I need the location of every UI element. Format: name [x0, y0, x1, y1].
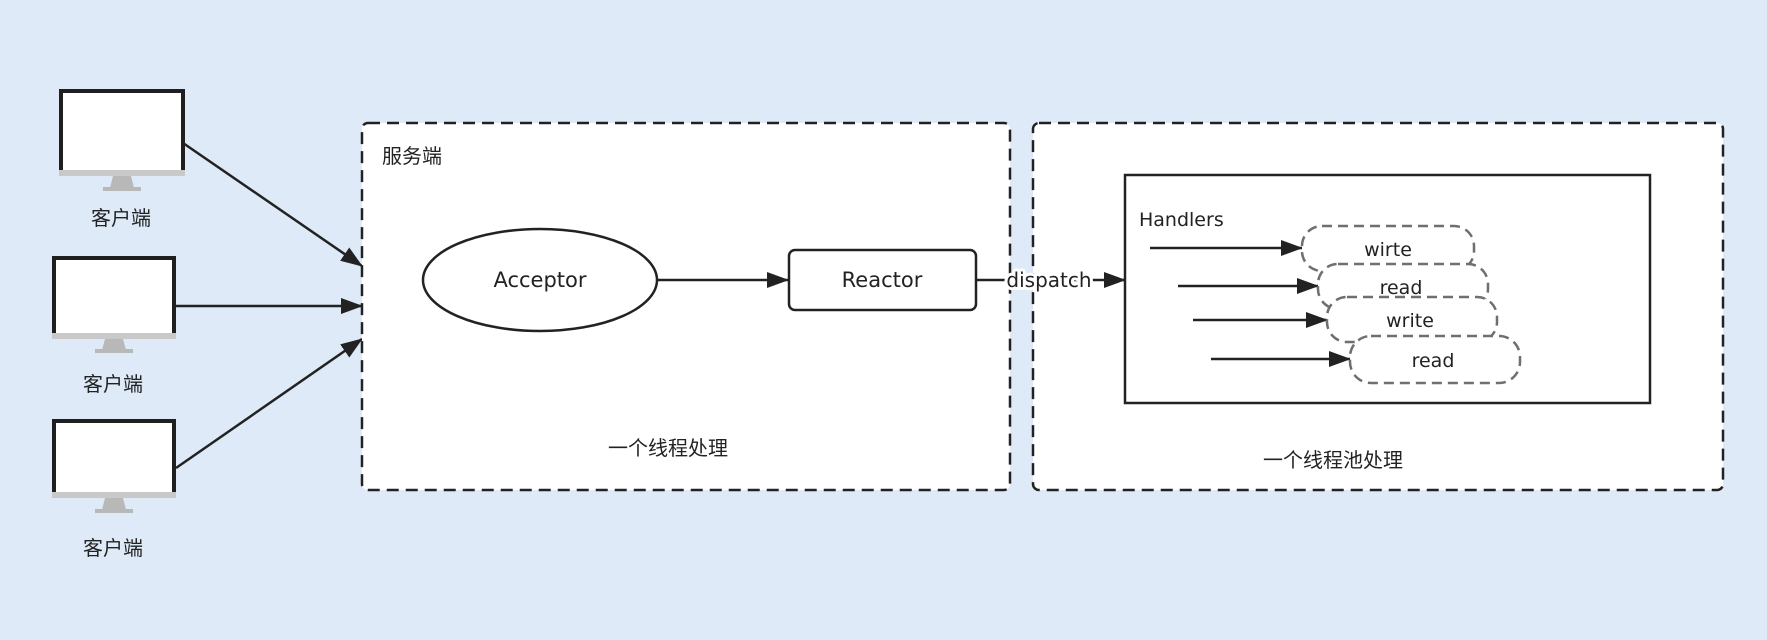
monitor-icon [59, 89, 185, 191]
client-3: 客户端 [52, 419, 176, 560]
client-1-arrow [182, 141, 363, 268]
server-caption: 一个线程处理 [608, 436, 728, 460]
client-label: 客户端 [83, 536, 143, 560]
dispatch-label: dispatch [1006, 268, 1091, 292]
reactor-label: Reactor [842, 268, 923, 292]
client-label: 客户端 [91, 206, 151, 230]
handler-label: read [1412, 350, 1455, 372]
monitor-icon [52, 419, 176, 513]
handler-pill [1348, 334, 1522, 385]
handler-label: read [1380, 277, 1423, 299]
monitor-icon [52, 256, 176, 353]
server-container: 服务端 Acceptor Reactor 一个线程处理 [360, 121, 1012, 492]
client-1: 客户端 [59, 89, 185, 230]
client-label: 客户端 [83, 372, 143, 396]
client-3-arrow [175, 337, 363, 470]
pool-caption: 一个线程池处理 [1263, 448, 1403, 472]
handler-0: wirte [1150, 224, 1476, 273]
acceptor-label: Acceptor [493, 268, 586, 292]
handler-label: write [1386, 310, 1434, 332]
thread-pool-container: Handlers wirte read write read 一个线程池处理 [1031, 121, 1725, 492]
reactor-node: Reactor [787, 248, 978, 312]
server-title: 服务端 [382, 144, 442, 168]
handler-label: wirte [1364, 239, 1412, 261]
client-2: 客户端 [52, 256, 176, 396]
handler-3: read [1211, 334, 1522, 385]
handlers-label: Handlers [1139, 209, 1224, 231]
acceptor-node: Acceptor [421, 227, 659, 333]
